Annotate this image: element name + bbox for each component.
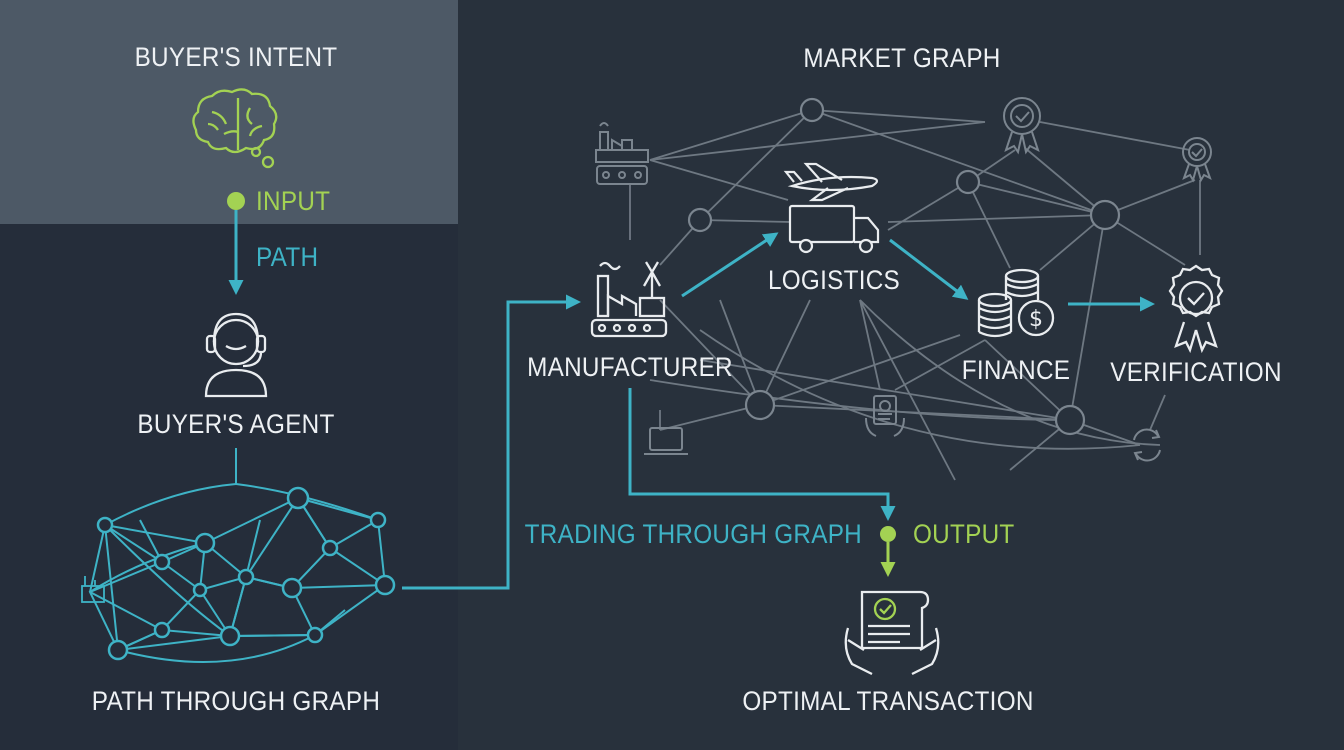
path-through-graph-label: PATH THROUGH GRAPH: [91, 686, 381, 716]
svg-text:$: $: [1029, 307, 1043, 332]
optimal-transaction-label: OPTIMAL TRANSACTION: [742, 686, 1034, 716]
small-factory-icon: [81, 576, 105, 603]
airplane-icon: [783, 162, 879, 202]
verification-badge-icon: [1168, 264, 1224, 354]
buyer-agent-panel: [0, 224, 458, 750]
market-network-nodes: [687, 97, 1121, 436]
market-graph-title: MARKET GRAPH: [803, 43, 1001, 73]
transaction-document-icon: [844, 590, 940, 676]
buyer-agent-label: BUYER'S AGENT: [137, 409, 335, 439]
coins-icon: $: [977, 268, 1055, 338]
output-node: [880, 526, 896, 577]
small-factory-icon: [595, 122, 649, 185]
path-network-nodes: [96, 486, 396, 661]
path-label: PATH: [256, 242, 319, 272]
buyer-intent-title: BUYER'S INTENT: [134, 42, 338, 72]
laptop-icon: [644, 427, 688, 455]
badge-icon: [1182, 137, 1212, 183]
trading-through-graph-label: TRADING THROUGH GRAPH: [524, 519, 862, 549]
manufacturer-label: MANUFACTURER: [527, 352, 733, 382]
refresh-icon: [1133, 428, 1161, 462]
document-check-icon: [865, 395, 905, 437]
market-network: [629, 109, 1201, 481]
verification-label: VERIFICATION: [1110, 357, 1282, 387]
factory-icon: [590, 261, 668, 338]
badge-icon: [1003, 97, 1041, 155]
logistics-label: LOGISTICS: [767, 265, 901, 295]
buyer-intent-panel: [0, 0, 458, 224]
input-node: [227, 192, 245, 295]
finance-label: FINANCE: [961, 355, 1071, 385]
brain-icon: [192, 88, 278, 169]
input-label: INPUT: [256, 186, 331, 216]
truck-icon: [788, 204, 880, 254]
market-flow-arrows: [402, 232, 1155, 590]
output-label: OUTPUT: [913, 519, 1015, 549]
headset-agent-icon: [204, 312, 268, 398]
